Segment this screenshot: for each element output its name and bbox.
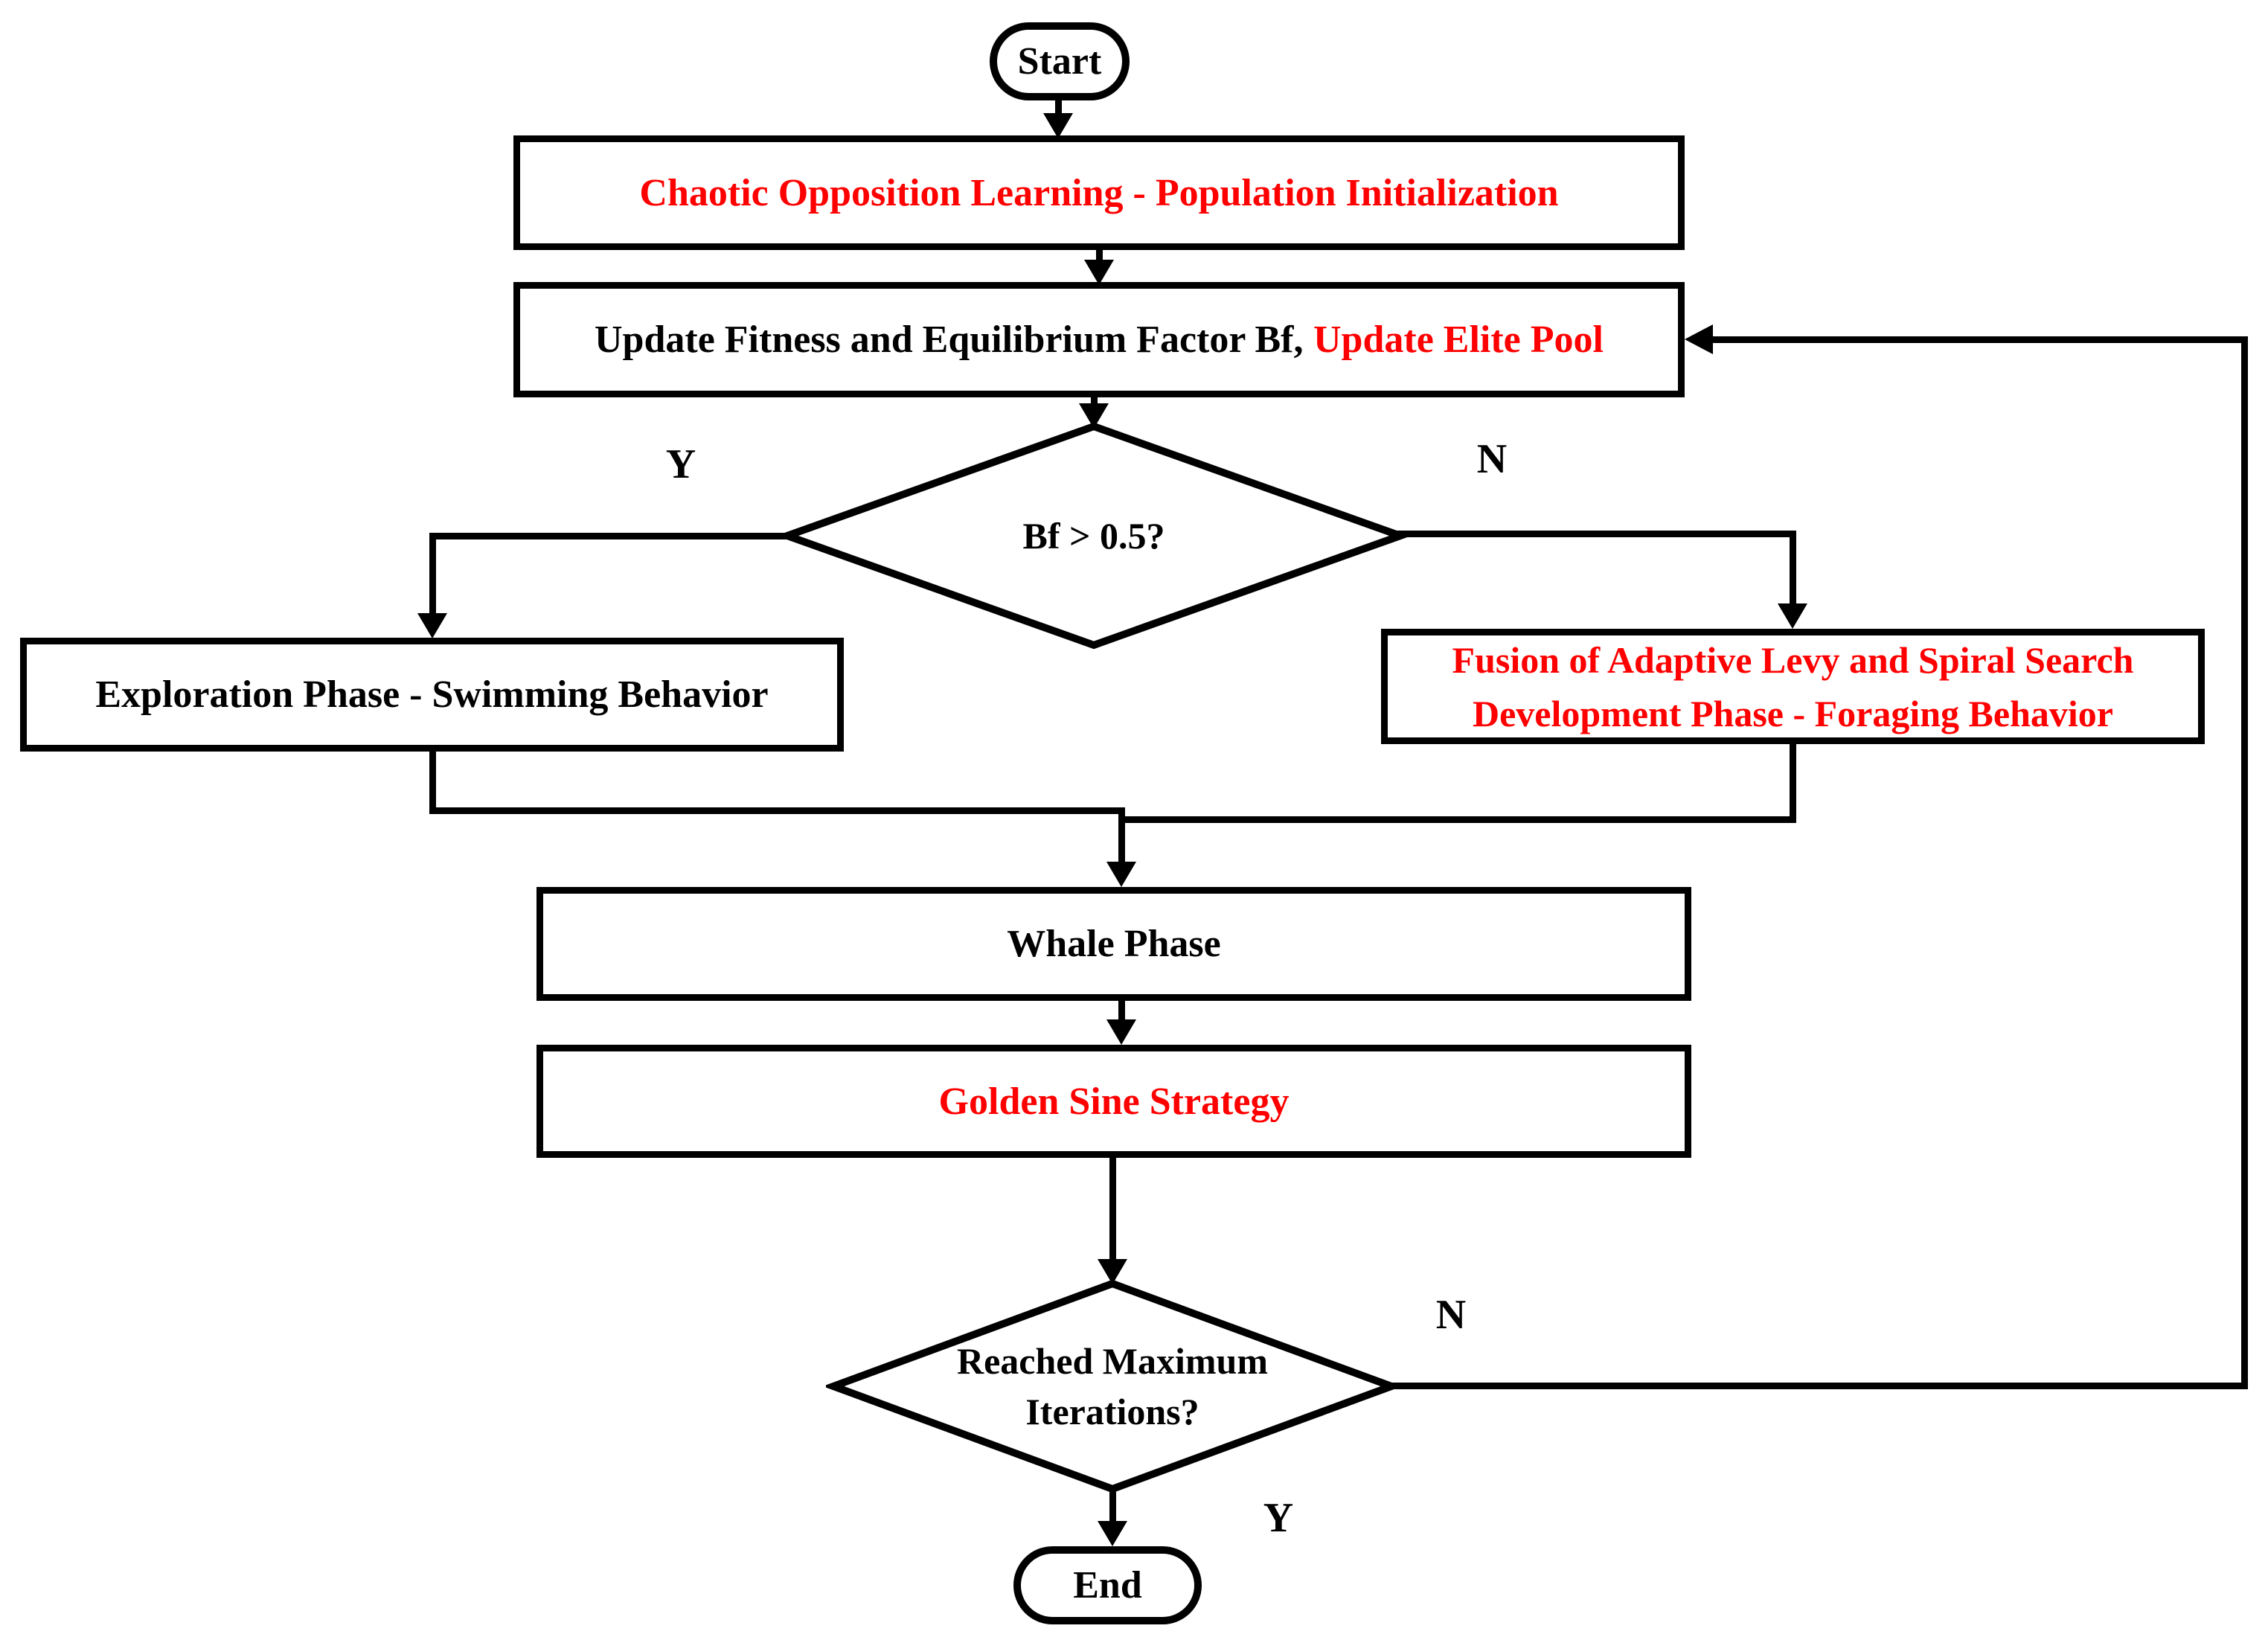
bf-yes-label: Y [665, 441, 696, 487]
arrowhead-left-icon [1685, 324, 1713, 354]
update-fitness-label-black: Update Fitness and Equilibrium Factor Bf… [595, 318, 1304, 361]
edge-decision2-end-shaft [1109, 1489, 1116, 1522]
update-fitness-label: Update Fitness and Equilibrium Factor Bf… [595, 318, 1604, 362]
iter-yes-label: Y [1263, 1495, 1294, 1541]
start-label: Start [1017, 40, 1102, 83]
edge-bf-no-vertical [1790, 531, 1796, 605]
golden-sine-label: Golden Sine Strategy [938, 1080, 1290, 1123]
edge-init-update-shaft [1096, 250, 1103, 263]
update-fitness-node: Update Fitness and Equilibrium Factor Bf… [513, 282, 1685, 397]
population-init-node: Chaotic Opposition Learning - Population… [513, 135, 1685, 250]
end-node: End [1013, 1546, 1202, 1624]
arrowhead-down-icon [1106, 1019, 1136, 1045]
fusion-label-line1: Fusion of Adaptive Levy and Spiral Searc… [1452, 638, 2134, 681]
arrowhead-down-icon [1098, 1521, 1127, 1546]
arrowhead-down-icon [1778, 603, 1807, 629]
population-init-label: Chaotic Opposition Learning - Population… [639, 171, 1559, 214]
edge-start-init-shaft [1055, 97, 1062, 115]
arrowhead-down-icon [1084, 260, 1114, 285]
diamond-outline [780, 422, 1408, 650]
update-fitness-label-red: Update Elite Pool [1313, 318, 1604, 361]
edge-fusion-merge-horizontal [1118, 816, 1796, 823]
arrowhead-down-icon [1043, 113, 1073, 138]
arrowhead-down-icon [1106, 862, 1136, 887]
edge-bf-yes-horizontal [429, 533, 793, 539]
edge-iter-no-right-vertical [2241, 336, 2248, 1389]
bf-decision-label: Bf > 0.5? [1022, 515, 1165, 557]
whale-label: Whale Phase [1007, 923, 1221, 965]
edge-golden-decision2-shaft [1109, 1158, 1116, 1261]
exploration-node: Exploration Phase - Swimming Behavior [20, 638, 844, 752]
bf-no-label: N [1476, 436, 1508, 482]
edge-bf-no-horizontal [1394, 531, 1796, 537]
start-node: Start [990, 22, 1130, 100]
golden-sine-node: Golden Sine Strategy [536, 1045, 1691, 1158]
edge-exploration-merge-vertical [429, 752, 436, 814]
max-iter-label-line2: Iterations? [1025, 1391, 1199, 1432]
edge-fusion-merge-vertical [1790, 744, 1796, 823]
bf-decision-node [780, 422, 1408, 650]
arrowhead-down-icon [417, 613, 447, 638]
max-iter-decision-label: Reached Maximum Iterations? [826, 1276, 1399, 1496]
iter-no-label: N [1435, 1292, 1467, 1338]
fusion-label-line2: Development Phase - Foraging Behavior [1472, 692, 2113, 734]
edge-update-decision1-shaft [1091, 397, 1098, 406]
fusion-node: Fusion of Adaptive Levy and Spiral Searc… [1381, 629, 2205, 744]
max-iter-label-line1: Reached Maximum [957, 1340, 1268, 1382]
edge-merge-whale-shaft [1118, 807, 1125, 863]
edge-exploration-merge-horizontal [429, 807, 1124, 814]
exploration-label: Exploration Phase - Swimming Behavior [95, 673, 769, 716]
edge-iter-no-bottom-horizontal [1388, 1383, 2248, 1389]
edge-iter-no-top-horizontal [1711, 336, 2248, 343]
whale-node: Whale Phase [536, 887, 1691, 1001]
edge-bf-yes-vertical [429, 533, 436, 615]
edge-whale-golden-shaft [1118, 1001, 1125, 1022]
end-label: End [1073, 1564, 1142, 1607]
